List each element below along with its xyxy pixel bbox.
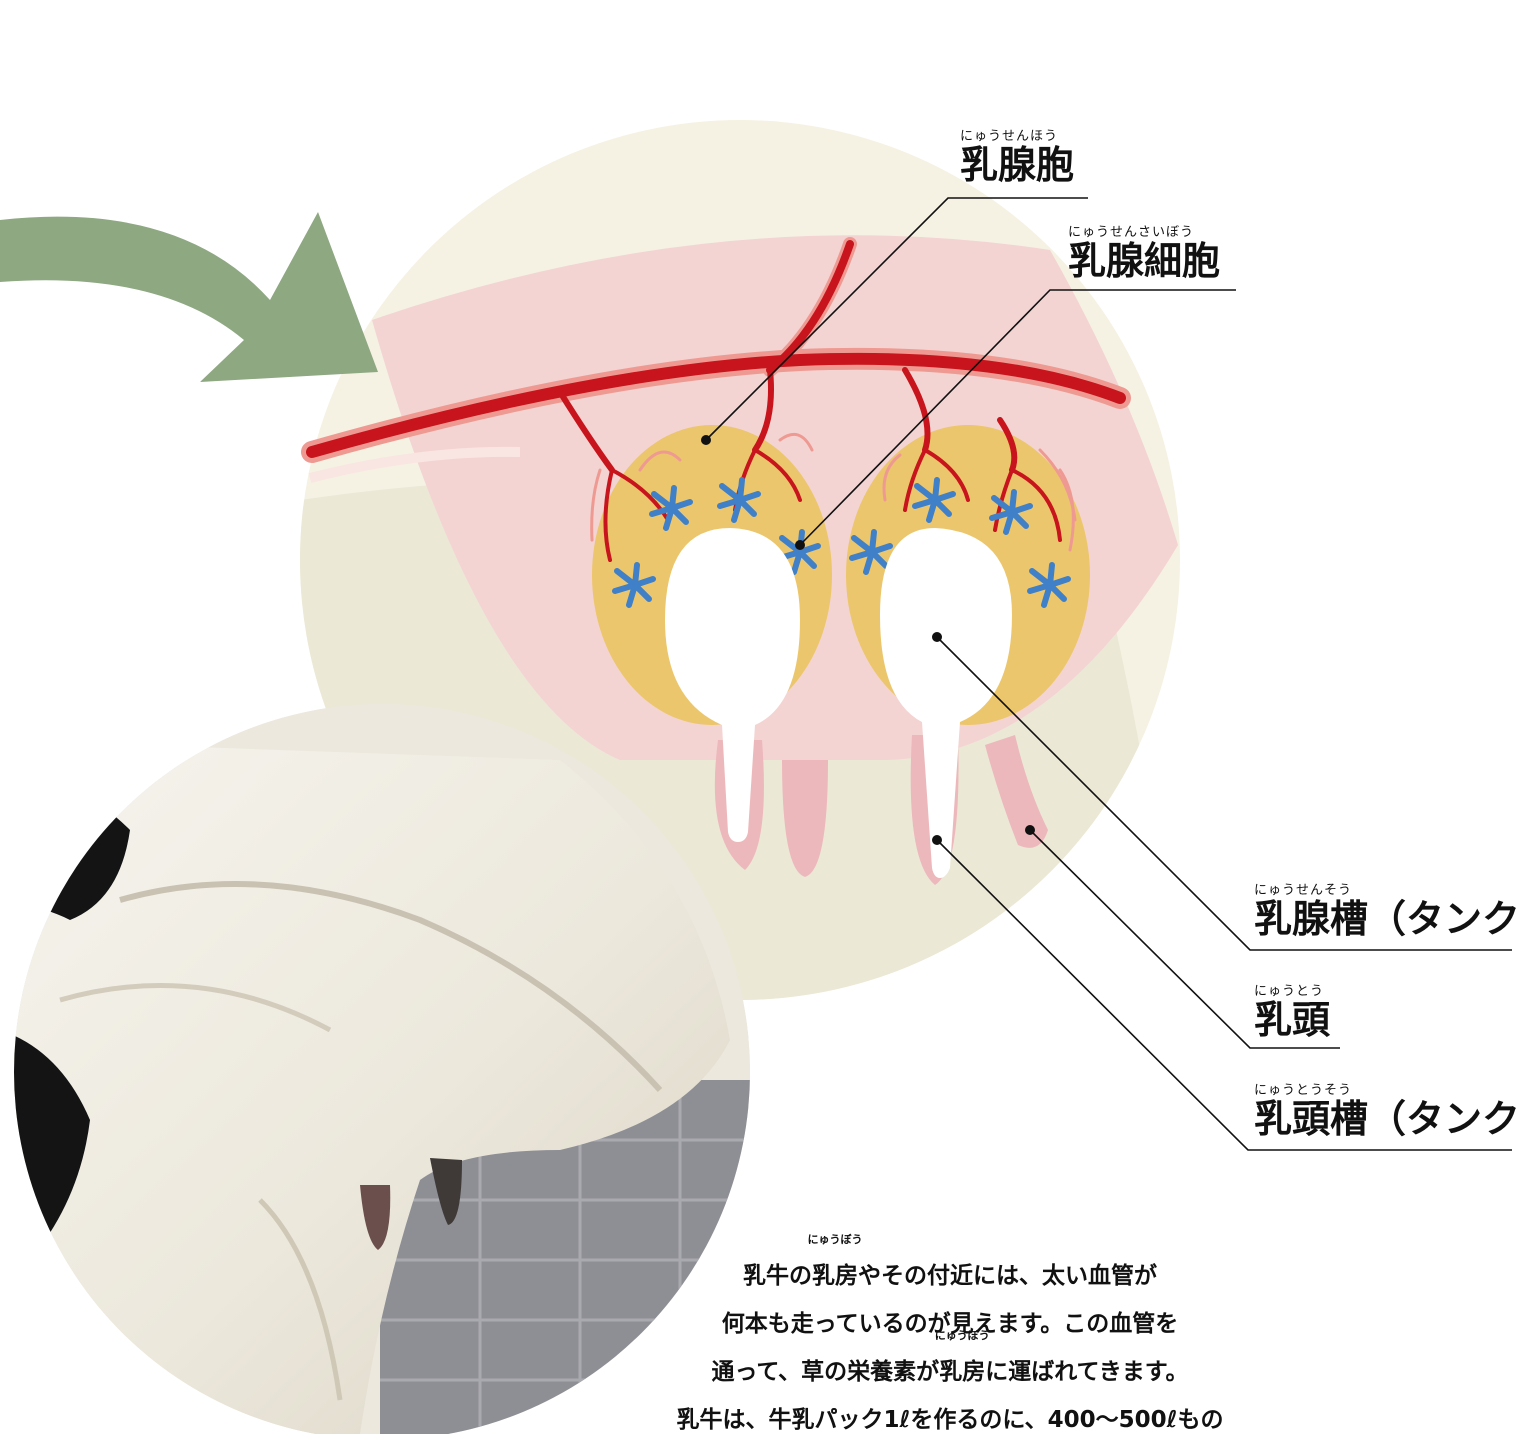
label-alveolar-cell: にゅうせんさいぼう 乳腺細胞 [1068, 226, 1220, 282]
label-alveolar-cell-text: 乳腺細胞 [1068, 240, 1220, 282]
caption-line-4: 乳牛は、牛乳パック1ℓを作るのに、400〜500ℓもの [560, 1396, 1340, 1444]
caption-udder-text-1: 乳房 [812, 1263, 858, 1289]
label-alveolar-cell-ruby: にゅうせんさいぼう [1068, 226, 1220, 240]
label-alveolus-text: 乳腺胞 [960, 144, 1074, 186]
caption-udder-word-1: にゅうぼう乳房 [812, 1252, 858, 1300]
caption-line-3: 通って、草の栄養素がにゅうぼう乳房に運ばれてきます。 [560, 1348, 1340, 1396]
label-teat-cistern-ruby: にゅうとうそう [1254, 1084, 1517, 1098]
label-teat: にゅうとう 乳頭 [1254, 985, 1330, 1041]
label-teat-cistern-text: 乳頭槽（タンク） [1254, 1098, 1517, 1140]
label-gland-cistern: にゅうせんそう 乳腺槽（タンク） [1254, 884, 1517, 940]
label-teat-ruby: にゅうとう [1254, 985, 1330, 999]
caption-line-3-a: 通って、草の栄養素が [711, 1359, 939, 1385]
caption-udder-ruby-1: にゅうぼう [808, 1234, 863, 1246]
caption-line-1: 乳牛のにゅうぼう乳房やその付近には、太い血管が [560, 1252, 1340, 1300]
label-alveolus-ruby: にゅうせんほう [960, 130, 1074, 144]
caption-udder-ruby-2: にゅうぼう [935, 1330, 990, 1342]
caption-udder-text-2: 乳房 [939, 1359, 985, 1385]
caption-line-1-b: やその付近には、太い血管が [858, 1263, 1157, 1289]
green-arrow-icon [0, 212, 378, 382]
label-alveolus: にゅうせんほう 乳腺胞 [960, 130, 1074, 186]
caption-line-1-a: 乳牛の [743, 1263, 812, 1289]
caption-line-3-b: に運ばれてきます。 [985, 1359, 1188, 1385]
label-gland-cistern-text: 乳腺槽（タンク） [1254, 898, 1517, 940]
label-teat-cistern: にゅうとうそう 乳頭槽（タンク） [1254, 1084, 1517, 1140]
label-gland-cistern-ruby: にゅうせんそう [1254, 884, 1517, 898]
caption-udder-word-2: にゅうぼう乳房 [939, 1348, 985, 1396]
label-teat-text: 乳頭 [1254, 999, 1330, 1041]
caption: 乳牛のにゅうぼう乳房やその付近には、太い血管が 何本も走っているのが見えます。こ… [560, 1252, 1340, 1444]
